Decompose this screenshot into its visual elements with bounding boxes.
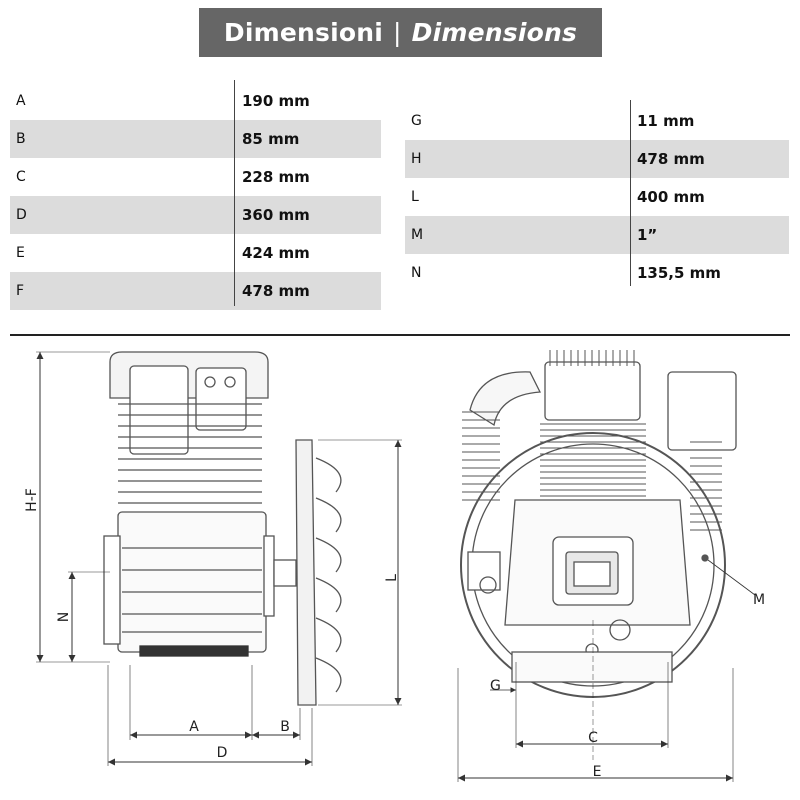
table-row: H 478 mm: [405, 140, 789, 178]
title-english: Dimensions: [411, 18, 578, 47]
blade-line: [315, 617, 342, 653]
dimension-value: 478 mm: [637, 150, 705, 168]
dimension-value: 190 mm: [242, 92, 310, 110]
front-view-drawing: [460, 350, 737, 698]
dim-label-hf: H-F: [24, 488, 40, 512]
dim-label-d: D: [217, 745, 228, 761]
dimension-value: 400 mm: [637, 188, 705, 206]
dimension-label: H: [411, 151, 422, 167]
table-row: A 190 mm: [10, 82, 381, 120]
table-row: L 400 mm: [405, 178, 789, 216]
blade-line: [315, 457, 342, 493]
dimension-label: G: [411, 113, 422, 129]
table-row: E 424 mm: [10, 234, 381, 272]
dim-label-g: G: [490, 678, 501, 694]
table-row: G 11 mm: [405, 102, 789, 140]
blade-line: [315, 537, 342, 573]
dimension-label: A: [16, 93, 26, 109]
table-row: D 360 mm: [10, 196, 381, 234]
dimension-label: D: [16, 207, 27, 223]
dimension-label: E: [16, 245, 25, 261]
dimension-label: N: [411, 265, 422, 281]
dimension-value: 11 mm: [637, 112, 695, 130]
dim-label-e: E: [593, 764, 602, 780]
table-row: M 1”: [405, 216, 789, 254]
dim-label-a: A: [189, 719, 199, 735]
dim-label-m: M: [753, 592, 765, 608]
dimension-table-left: A 190 mm B 85 mm C 228 mm D 360 mm E 424…: [10, 82, 381, 310]
blade-line: [315, 577, 342, 613]
dimension-value: 228 mm: [242, 168, 310, 186]
dimension-label: B: [16, 131, 26, 147]
cylinder-fins: [118, 403, 262, 504]
title-italian: Dimensioni: [223, 18, 384, 47]
table-row: C 228 mm: [10, 158, 381, 196]
technical-drawings: H-F N A B D L M G C E: [24, 350, 765, 782]
side-view-drawing: [103, 351, 342, 706]
dim-label-n: N: [56, 612, 72, 622]
side-view-dimensions: [36, 351, 402, 766]
dimension-value: 360 mm: [242, 206, 310, 224]
table-row: N 135,5 mm: [405, 254, 789, 292]
section-divider: [10, 334, 790, 336]
table-row: B 85 mm: [10, 120, 381, 158]
title-separator: |: [393, 18, 402, 47]
table-divider-left: [234, 80, 235, 306]
dim-label-b: B: [280, 719, 290, 735]
dimension-value: 478 mm: [242, 282, 310, 300]
dimension-label: C: [16, 169, 26, 185]
dimension-value: 1”: [637, 226, 658, 244]
table-row: F 478 mm: [10, 272, 381, 310]
dim-label-l: L: [384, 574, 400, 582]
front-view-dimensions: [457, 559, 756, 782]
dimension-value: 85 mm: [242, 130, 300, 148]
dim-label-c: C: [588, 730, 598, 746]
dimension-label: L: [411, 189, 419, 205]
dimension-value: 135,5 mm: [637, 264, 721, 282]
dimension-label: F: [16, 283, 25, 299]
dimension-label: M: [411, 227, 424, 243]
title-box: Dimensioni | Dimensions: [199, 8, 602, 57]
table-divider-right: [630, 100, 631, 286]
flywheel-blades: [315, 457, 342, 693]
blade-line: [315, 657, 342, 693]
dimension-value: 424 mm: [242, 244, 310, 262]
dimension-table-right: G 11 mm H 478 mm L 400 mm M 1” N 135,5 m…: [405, 102, 789, 292]
blade-line: [315, 497, 342, 533]
